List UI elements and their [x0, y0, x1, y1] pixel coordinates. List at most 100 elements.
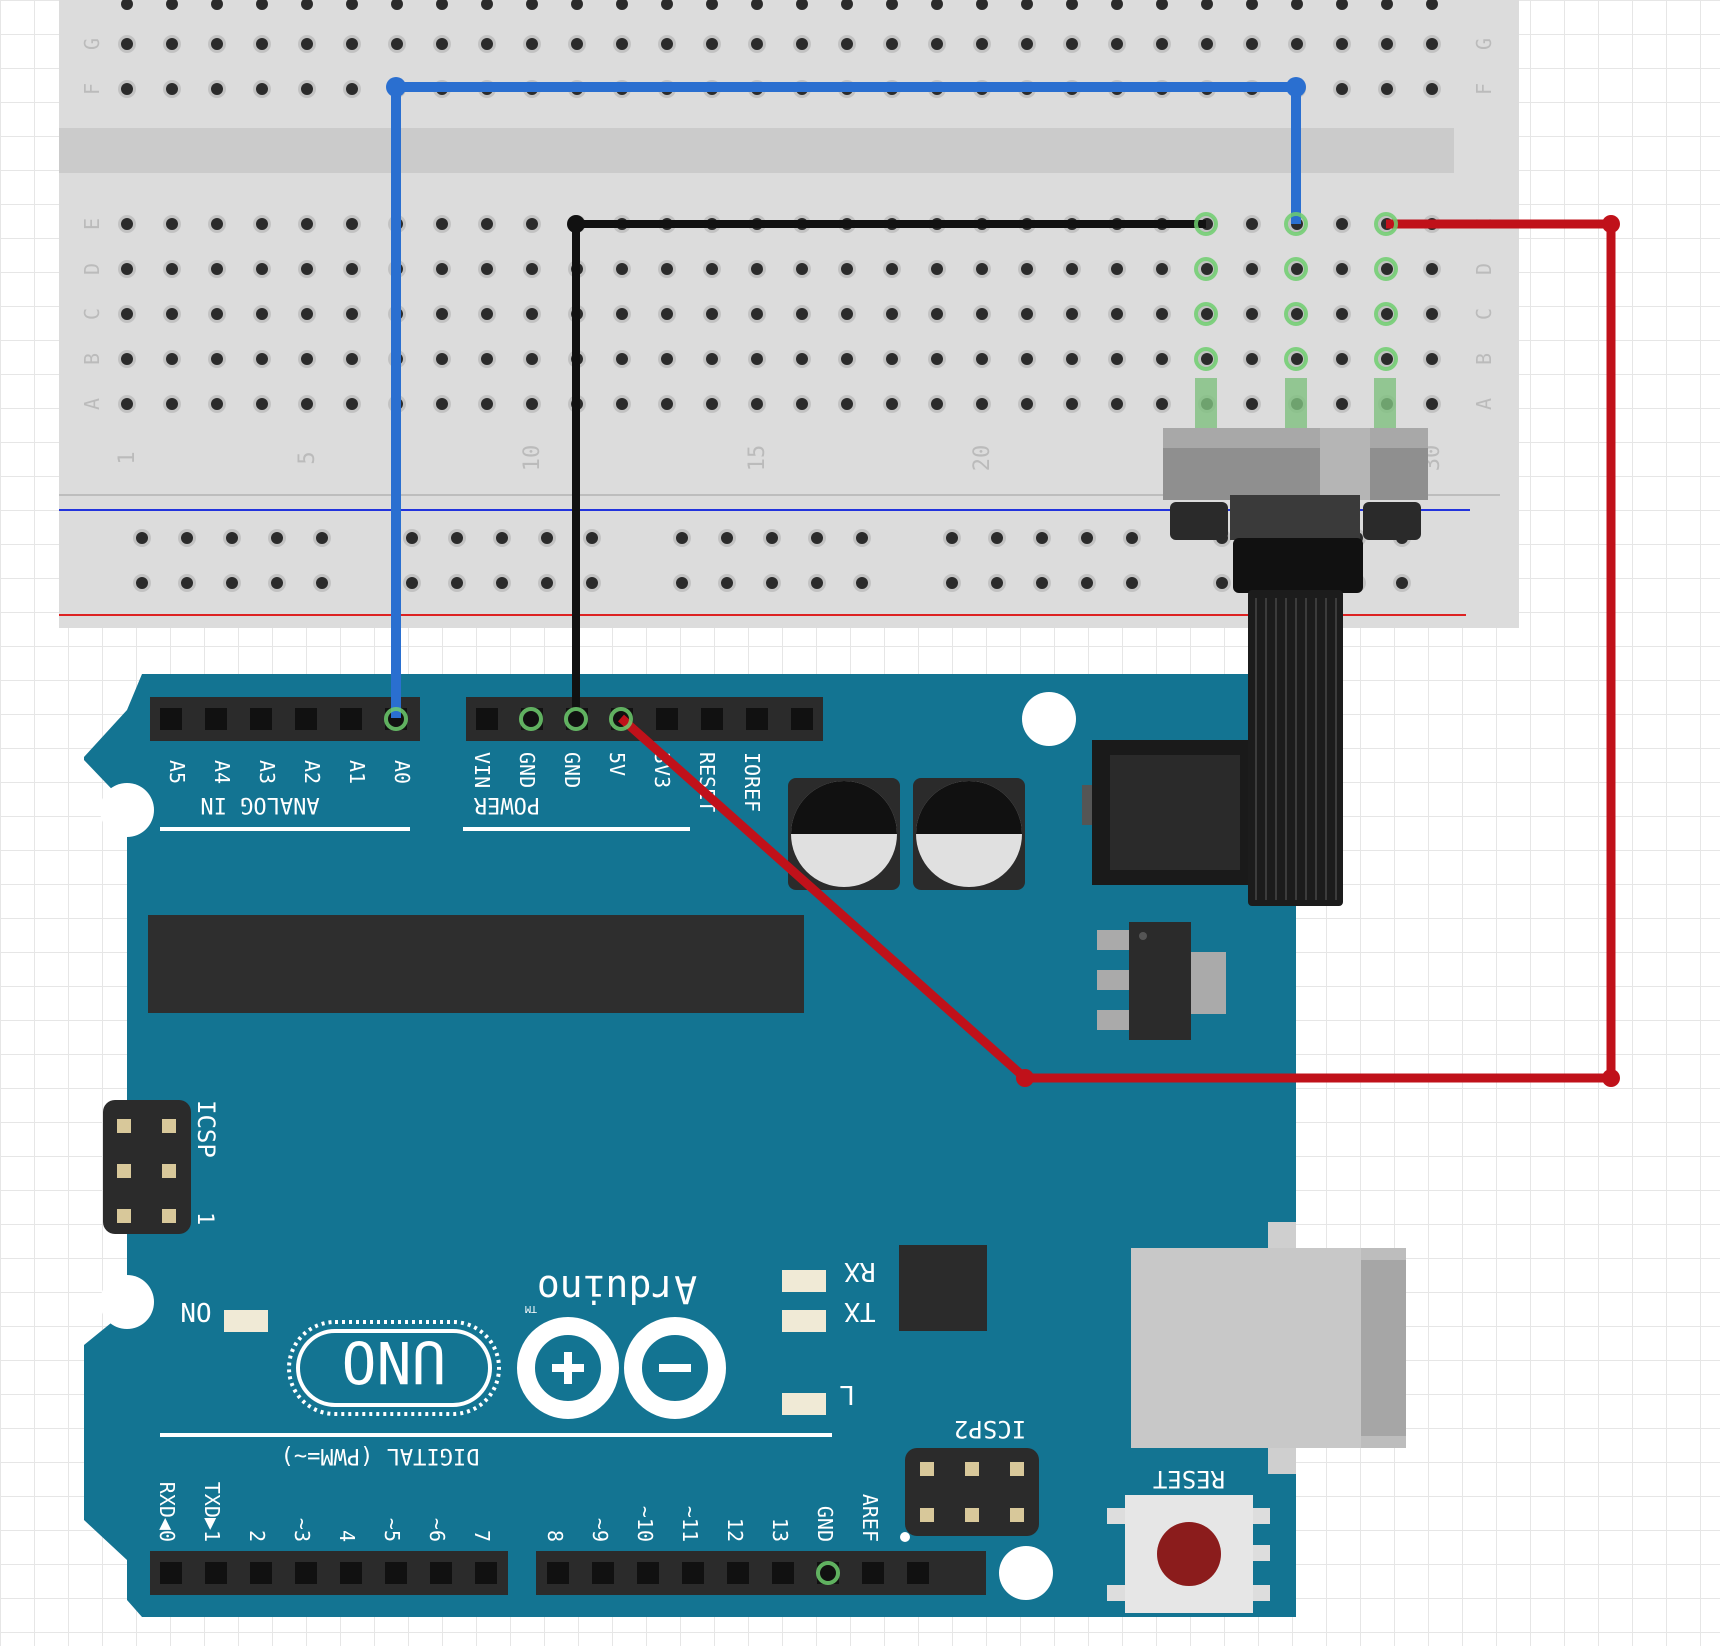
breadboard-hole [841, 0, 853, 10]
header-pin [592, 1562, 614, 1584]
icsp-header [103, 1100, 191, 1234]
header-pin [160, 708, 182, 730]
svg-text:IOREF: IOREF [740, 752, 764, 812]
usb-connector [1131, 1222, 1406, 1474]
breadboard-hole [526, 0, 538, 10]
breadboard-hole [796, 0, 808, 10]
header-pin [656, 708, 678, 730]
svg-text:5V: 5V [605, 752, 629, 776]
capacitor [913, 778, 1025, 890]
digital-pin-labels-high: 8 ~9 ~10 ~11 12 13 GND AREF [543, 1494, 882, 1542]
header-pin [385, 1562, 407, 1584]
breadboard-hole [616, 0, 628, 10]
mounting-hole [100, 1275, 154, 1329]
breadboard-hole [976, 0, 988, 10]
breadboard-hole [571, 0, 583, 10]
digital-label: DIGITAL (PWM=~) [281, 1443, 480, 1468]
connected-pin-marker [1284, 212, 1308, 236]
l-label: L [839, 1379, 855, 1409]
breadboard-hole [1426, 0, 1438, 10]
connected-pin-marker [384, 707, 408, 731]
digital-pin-labels-low: RXD◀0 TXD▶1 2 ~3 4 ~5 ~6 7 [155, 1482, 494, 1542]
mounting-hole [1022, 692, 1076, 746]
svg-text:7: 7 [470, 1530, 494, 1542]
svg-text:G: G [1472, 38, 1496, 50]
svg-text:RXD◀0: RXD◀0 [155, 1482, 179, 1542]
breadboard-hole [1201, 0, 1213, 10]
header-pin [385, 708, 407, 730]
breadboard-hole [1291, 0, 1303, 10]
brand-text: Arduino [537, 1267, 697, 1311]
connected-pin-marker [609, 707, 633, 731]
svg-text:TXD▶1: TXD▶1 [200, 1482, 224, 1542]
connected-pin-marker [1194, 212, 1218, 236]
on-led [224, 1310, 268, 1332]
svg-text:A4: A4 [210, 760, 234, 784]
svg-text:A2: A2 [300, 760, 324, 784]
arduino-infinity-logo [517, 1317, 726, 1419]
header-pin [727, 1562, 749, 1584]
breadboard-hole [121, 0, 133, 10]
wire-endpoints [386, 77, 1620, 1087]
breadboard-hole [391, 0, 403, 10]
mounting-hole [100, 783, 154, 837]
connected-pin-marker [1374, 257, 1398, 281]
svg-text:8: 8 [543, 1530, 567, 1542]
svg-text:10: 10 [520, 445, 545, 472]
connected-pin-marker [1194, 257, 1218, 281]
rx-label: RX [844, 1256, 876, 1286]
connected-pin-marker [1284, 257, 1308, 281]
breadboard-hole [931, 0, 943, 10]
breadboard-hole [751, 0, 763, 10]
breadboard-hole [1381, 0, 1393, 10]
breadboard-hole [211, 0, 223, 10]
digital-header-low [150, 1551, 508, 1595]
breadboard-hole [481, 0, 493, 10]
header-pin [160, 1562, 182, 1584]
icsp2-header [905, 1448, 1039, 1536]
breadboard-hole [706, 0, 718, 10]
header-pin [340, 1562, 362, 1584]
header-pin [746, 708, 768, 730]
power-label: POWER [473, 792, 540, 817]
svg-text:12: 12 [723, 1518, 747, 1542]
reset-button [1107, 1495, 1270, 1613]
svg-text:~6: ~6 [425, 1518, 449, 1542]
connected-pin-marker [1284, 302, 1308, 326]
breadboard-hole [1336, 0, 1348, 10]
breadboard-hole [346, 0, 358, 10]
connected-pin-marker [1194, 347, 1218, 371]
svg-text:VIN: VIN [470, 752, 494, 788]
reset-label: RESET [1153, 1465, 1225, 1493]
breadboard-hole [436, 0, 448, 10]
svg-text:B: B [80, 353, 104, 365]
header-pin [907, 1562, 929, 1584]
wire-blue [391, 82, 1301, 718]
svg-text:AREF: AREF [858, 1494, 882, 1542]
header-pin [250, 1562, 272, 1584]
potentiometer [1163, 378, 1428, 906]
svg-text:C: C [80, 308, 104, 320]
uno-logo: UNO [287, 1320, 501, 1416]
header-pin [682, 1562, 704, 1584]
header-pin [340, 708, 362, 730]
connected-pin-marker [1374, 347, 1398, 371]
header-pin [817, 1562, 839, 1584]
svg-text:D: D [1472, 263, 1496, 275]
header-pin [250, 708, 272, 730]
breadboard-hole [1111, 0, 1123, 10]
l-led [782, 1393, 826, 1415]
svg-text:4: 4 [335, 1530, 359, 1542]
tx-label: TX [844, 1296, 876, 1326]
tx-led [782, 1310, 826, 1332]
header-pin [430, 1562, 452, 1584]
svg-text:D: D [80, 263, 104, 275]
svg-text:UNO: UNO [342, 1328, 447, 1396]
svg-text:GND: GND [560, 752, 584, 788]
header-pin [476, 708, 498, 730]
svg-text:A1: A1 [345, 760, 369, 784]
header-pin [862, 1562, 884, 1584]
power-jack [1082, 740, 1252, 885]
svg-text:C: C [1472, 308, 1496, 320]
